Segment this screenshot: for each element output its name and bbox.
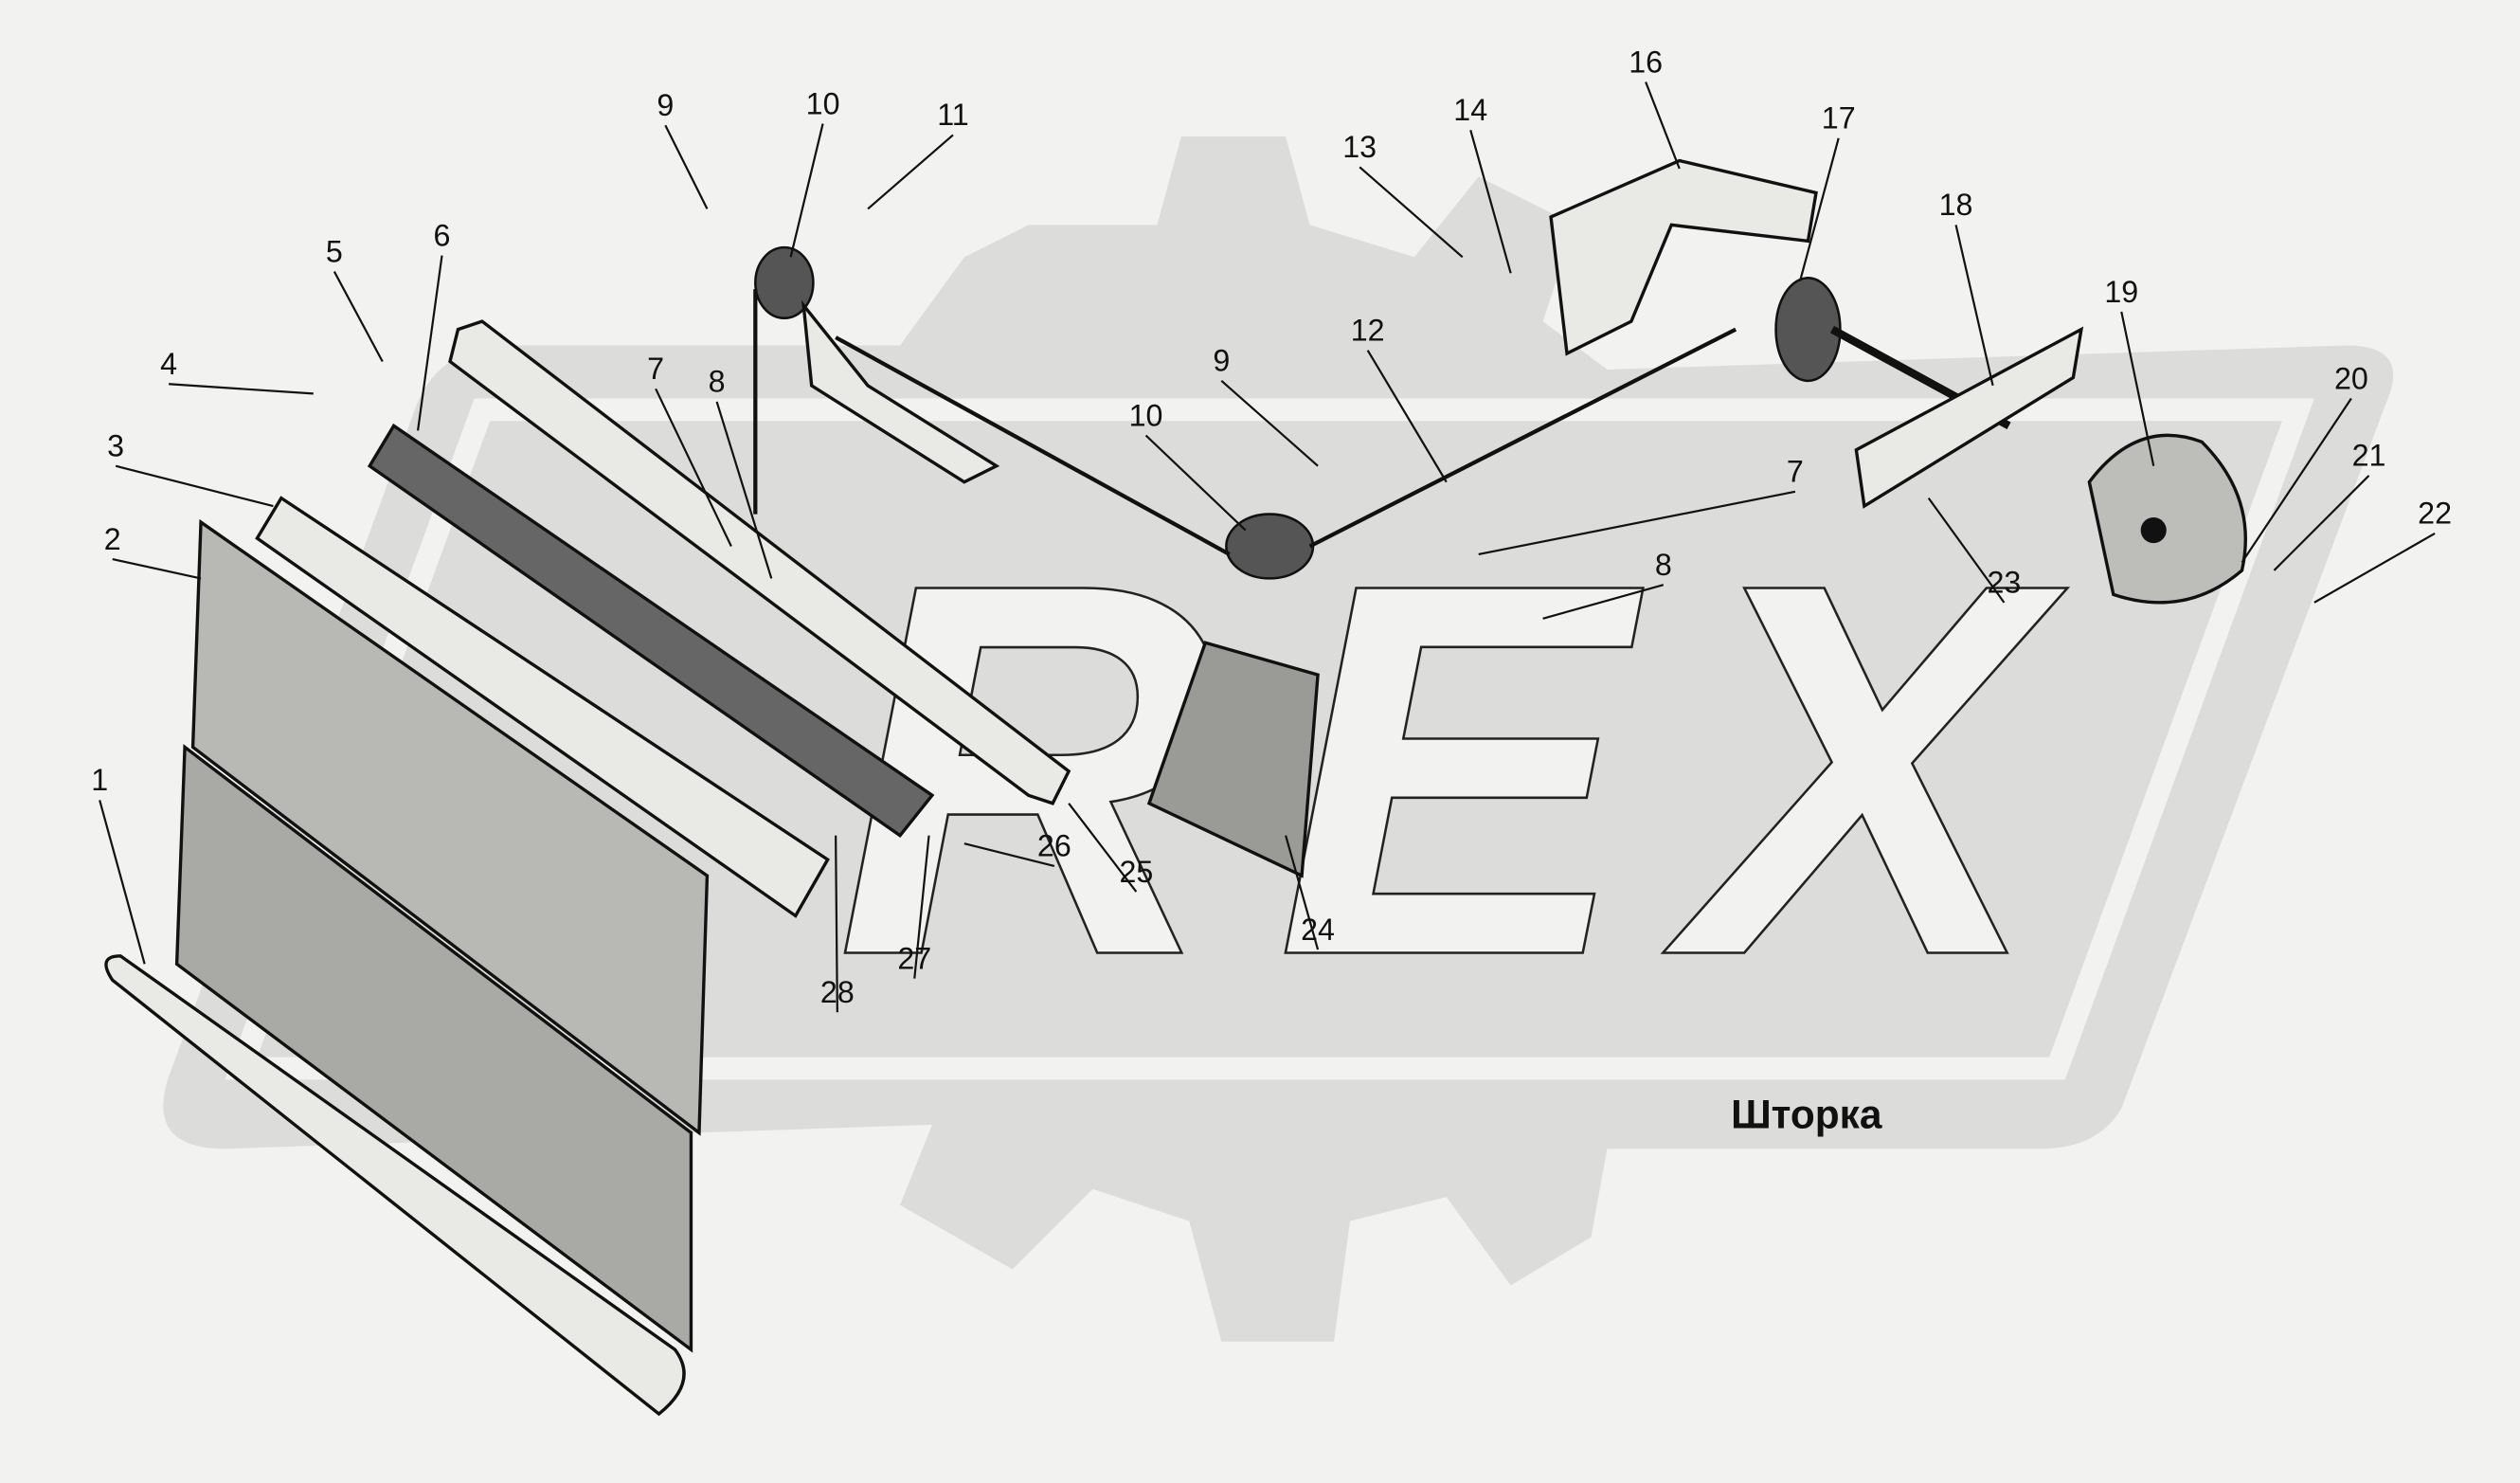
callout-label-1: 1 — [91, 763, 108, 797]
callout-label-10: 10 — [1129, 398, 1163, 432]
callout-leader-line — [1954, 225, 1994, 387]
callout-label-7: 7 — [647, 352, 664, 386]
callout-leader-line — [867, 134, 954, 210]
callout-label-27: 27 — [897, 941, 931, 975]
callout-leader-line — [963, 842, 1055, 867]
callout-leader-line — [789, 123, 824, 258]
callout-label-23: 23 — [1988, 566, 2022, 600]
callout-label-7: 7 — [1787, 455, 1804, 489]
callout-leader-line — [1798, 137, 1840, 282]
callout-leader-line — [1469, 130, 1512, 274]
callout-leader-line — [2313, 532, 2436, 604]
callout-label-20: 20 — [2334, 361, 2368, 395]
callout-label-19: 19 — [2104, 275, 2138, 309]
callout-leader-line — [333, 271, 384, 363]
callout-label-2: 2 — [104, 522, 121, 556]
callout-label-22: 22 — [2418, 497, 2452, 531]
callout-leader-line — [664, 124, 709, 209]
callout-label-8: 8 — [709, 365, 726, 399]
callout-label-17: 17 — [1822, 101, 1856, 136]
callout-label-13: 13 — [1342, 130, 1377, 164]
spring — [367, 423, 935, 838]
callout-leader-line — [1645, 81, 1681, 170]
callout-label-9: 9 — [1213, 344, 1230, 378]
callout-label-18: 18 — [1939, 188, 1973, 222]
callout-leader-line — [1359, 166, 1464, 259]
callout-label-28: 28 — [820, 975, 855, 1009]
callout-label-14: 14 — [1453, 93, 1487, 127]
callout-leader-line — [2120, 311, 2155, 466]
callout-leader-line — [416, 255, 443, 431]
callout-leader-line — [913, 835, 930, 979]
callout-label-9: 9 — [657, 88, 674, 122]
callout-leader-line — [2273, 475, 2370, 571]
diagram-caption: Шторка — [1731, 1092, 1882, 1136]
knob — [2087, 433, 2247, 605]
callout-leader-line — [99, 800, 146, 965]
callout-leader-line — [835, 835, 838, 1013]
callout-leader-line — [1068, 803, 1138, 893]
cable — [753, 289, 1737, 556]
mounting-plate — [1854, 326, 2084, 509]
callout-label-12: 12 — [1351, 313, 1385, 347]
callout-leader-line — [1285, 835, 1320, 950]
pulley-center — [1146, 513, 1320, 878]
callout-label-4: 4 — [160, 347, 177, 381]
callout-leader-line — [1144, 434, 1247, 532]
callout-label-10: 10 — [806, 86, 840, 120]
callout-label-3: 3 — [107, 429, 124, 463]
callout-leader-line — [1542, 584, 1665, 620]
callout-leader-line — [112, 557, 202, 580]
callout-leader-line — [1366, 350, 1448, 483]
callout-label-8: 8 — [1655, 548, 1672, 582]
callout-leader-line — [2241, 397, 2352, 564]
callout-label-21: 21 — [2352, 439, 2386, 473]
callout-leader-line — [655, 388, 732, 547]
callout-leader-line — [169, 383, 314, 395]
callout-leader-line — [1220, 380, 1319, 467]
callout-label-26: 26 — [1037, 829, 1071, 863]
pulley-left — [754, 245, 1000, 484]
callout-leader-line — [1478, 490, 1796, 556]
callout-label-6: 6 — [434, 218, 451, 252]
callout-leader-line — [115, 464, 274, 508]
callout-leader-line — [1927, 497, 2006, 604]
callout-label-24: 24 — [1301, 913, 1335, 947]
callout-label-16: 16 — [1629, 45, 1663, 79]
callout-leader-line — [715, 401, 773, 579]
bracket-arm — [448, 319, 1071, 805]
blind-curtain — [104, 518, 710, 1417]
callout-label-5: 5 — [326, 234, 343, 268]
callout-label-11: 11 — [937, 98, 968, 132]
callout-label-25: 25 — [1119, 855, 1153, 889]
roller-tube — [255, 496, 830, 918]
